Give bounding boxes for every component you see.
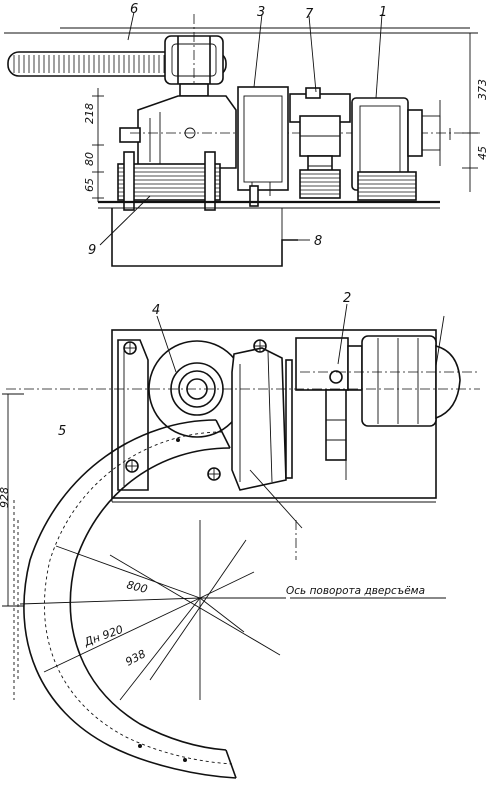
dim-928: 928 bbox=[0, 487, 11, 508]
callout-9: 9 bbox=[88, 243, 96, 258]
callout-3: 3 bbox=[257, 5, 265, 20]
callout-2: 2 bbox=[343, 291, 351, 306]
callout-8: 8 bbox=[314, 234, 322, 249]
callout-labels: 6 3 7 1 9 8 4 2 5 bbox=[58, 2, 387, 439]
callout-1: 1 bbox=[379, 5, 387, 20]
plate-stacks bbox=[117, 163, 417, 201]
callout-5: 5 bbox=[58, 424, 66, 439]
sprocket-bar bbox=[7, 14, 227, 100]
dim-938: 938 bbox=[123, 647, 148, 668]
bolt-circles bbox=[123, 339, 267, 481]
left-housing bbox=[119, 95, 480, 169]
pivot-axis-label: Ось поворота дверсъёма bbox=[286, 585, 425, 597]
coupling bbox=[289, 87, 351, 187]
dim-65: 65 bbox=[83, 178, 96, 192]
pivot-dimensions bbox=[19, 520, 446, 701]
callout-4: 4 bbox=[152, 303, 160, 318]
dim-80: 80 bbox=[83, 152, 96, 166]
electric-motor bbox=[351, 97, 451, 191]
bolts bbox=[123, 151, 259, 211]
motor-plan bbox=[295, 315, 461, 480]
callout-7: 7 bbox=[305, 7, 314, 22]
door-sweep bbox=[23, 419, 237, 779]
dim-800: 800 bbox=[125, 578, 149, 596]
worm-gear bbox=[148, 340, 293, 491]
dim-45: 45 bbox=[476, 146, 489, 160]
dim-218: 218 bbox=[83, 103, 96, 124]
bottom-view bbox=[2, 303, 480, 779]
dim-373: 373 bbox=[476, 79, 489, 100]
top-view bbox=[4, 11, 480, 267]
dim-920: Дн 920 bbox=[82, 623, 125, 649]
callout-6: 6 bbox=[130, 2, 138, 17]
gearbox-block bbox=[237, 86, 289, 196]
